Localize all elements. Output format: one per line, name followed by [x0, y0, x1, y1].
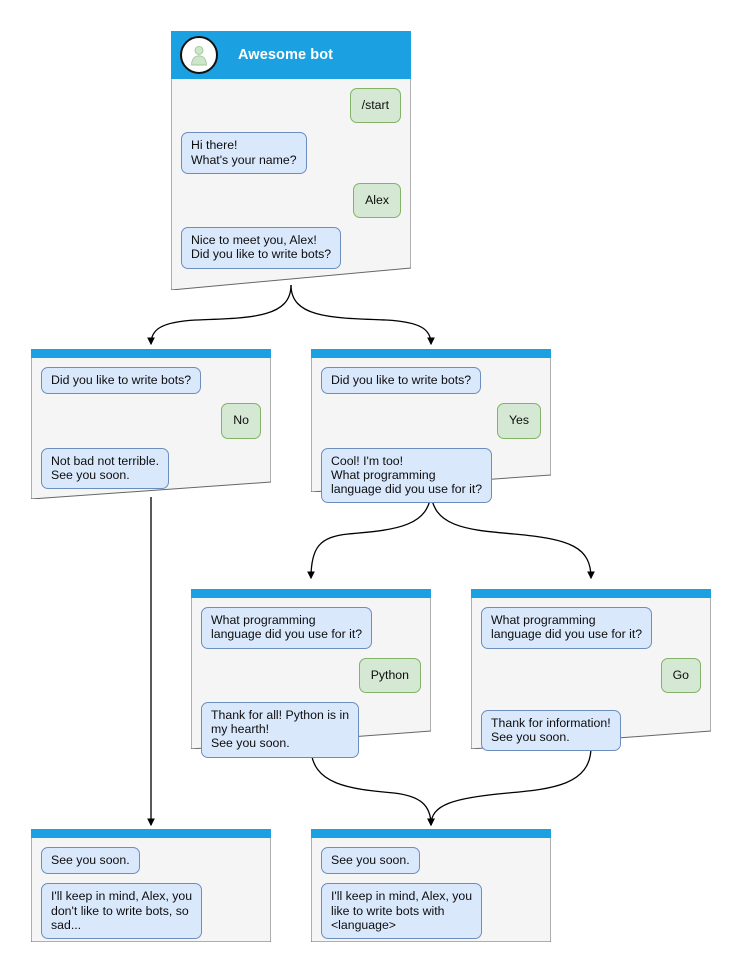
user-message-bubble[interactable]: Go — [660, 657, 701, 693]
message-row: Yes — [321, 403, 541, 439]
card-header-strip — [31, 829, 271, 838]
message-row: Cool! I'm too! What programming language… — [321, 447, 541, 504]
message-row: What programming language did you use fo… — [481, 607, 701, 649]
bot-message-bubble[interactable]: See you soon. — [41, 847, 140, 875]
person-avatar-icon — [180, 36, 218, 74]
card-header-strip — [311, 829, 551, 838]
message-row: Thank for information! See you soon. — [481, 709, 701, 752]
card-header-strip — [311, 349, 551, 358]
chat-transcript: See you soon. I'll keep in mind, Alex, y… — [311, 838, 551, 949]
chat-transcript: What programming language did you use fo… — [471, 598, 711, 761]
chat-transcript: /start Hi there! What's your name? Alex … — [171, 79, 411, 279]
end-no-card[interactable]: See you soon. I'll keep in mind, Alex, y… — [31, 829, 271, 942]
user-message-bubble[interactable]: No — [221, 403, 261, 439]
message-row: See you soon. — [321, 847, 541, 875]
bot-message-bubble[interactable]: What programming language did you use fo… — [481, 607, 653, 649]
card-header-strip — [191, 589, 431, 598]
chat-transcript: See you soon. I'll keep in mind, Alex, y… — [31, 838, 271, 949]
message-row: Alex — [181, 182, 401, 219]
card-header-bar: Awesome bot — [171, 31, 411, 79]
chat-transcript: Did you like to write bots? No Not bad n… — [31, 358, 271, 499]
bot-message-bubble[interactable]: I'll keep in mind, Alex, you don't like … — [41, 883, 203, 940]
message-row: What programming language did you use fo… — [201, 607, 421, 649]
awesome-bot-root-card[interactable]: Awesome bot /start Hi there! What's your… — [171, 31, 411, 290]
bot-message-bubble[interactable]: Not bad not terrible. See you soon. — [41, 447, 170, 490]
did-you-like-no-card[interactable]: Did you like to write bots? No Not bad n… — [31, 349, 271, 499]
bot-message-bubble[interactable]: Cool! I'm too! What programming language… — [321, 447, 493, 504]
bot-message-bubble[interactable]: See you soon. — [321, 847, 420, 875]
message-row: Did you like to write bots? — [321, 367, 541, 395]
bot-message-bubble[interactable]: What programming language did you use fo… — [201, 607, 373, 649]
bot-message-bubble[interactable]: Nice to meet you, Alex! Did you like to … — [181, 227, 342, 269]
bot-message-bubble[interactable]: Did you like to write bots? — [321, 367, 482, 395]
message-row: /start — [181, 88, 401, 124]
chat-transcript: Did you like to write bots? Yes Cool! I'… — [311, 358, 551, 513]
edge-root-to-no — [147, 284, 292, 346]
message-row: Did you like to write bots? — [41, 367, 261, 395]
user-message-bubble[interactable]: Python — [358, 657, 421, 693]
chat-transcript: What programming language did you use fo… — [191, 598, 431, 768]
message-row: I'll keep in mind, Alex, you like to wri… — [321, 883, 541, 940]
message-row: Go — [481, 657, 701, 693]
bot-message-bubble[interactable]: Thank for information! See you soon. — [481, 709, 621, 752]
user-message-bubble[interactable]: Yes — [496, 403, 541, 439]
card-header-strip — [471, 589, 711, 598]
language-go-card[interactable]: What programming language did you use fo… — [471, 589, 711, 752]
message-row: Thank for all! Python is in my hearth! S… — [201, 701, 421, 758]
bot-message-bubble[interactable]: Thank for all! Python is in my hearth! S… — [201, 701, 360, 758]
message-row: Nice to meet you, Alex! Did you like to … — [181, 227, 401, 269]
end-yes-card[interactable]: See you soon. I'll keep in mind, Alex, y… — [311, 829, 551, 942]
bot-name-title: Awesome bot — [238, 47, 334, 63]
bot-message-bubble[interactable]: Did you like to write bots? — [41, 367, 202, 395]
did-you-like-yes-card[interactable]: Did you like to write bots? Yes Cool! I'… — [311, 349, 551, 504]
user-message-bubble[interactable]: Alex — [353, 182, 401, 219]
message-row: Python — [201, 657, 421, 693]
chat-spacer — [481, 702, 701, 710]
user-message-bubble[interactable]: /start — [349, 88, 401, 124]
message-row: Hi there! What's your name? — [181, 132, 401, 174]
message-row: See you soon. — [41, 847, 261, 875]
message-row: I'll keep in mind, Alex, you don't like … — [41, 883, 261, 940]
bot-message-bubble[interactable]: I'll keep in mind, Alex, you like to wri… — [321, 883, 483, 940]
message-row: Not bad not terrible. See you soon. — [41, 447, 261, 490]
message-row: No — [41, 403, 261, 439]
edge-root-to-yes — [290, 284, 435, 346]
card-header-strip — [31, 349, 271, 358]
bot-message-bubble[interactable]: Hi there! What's your name? — [181, 132, 307, 174]
language-python-card[interactable]: What programming language did you use fo… — [191, 589, 431, 758]
